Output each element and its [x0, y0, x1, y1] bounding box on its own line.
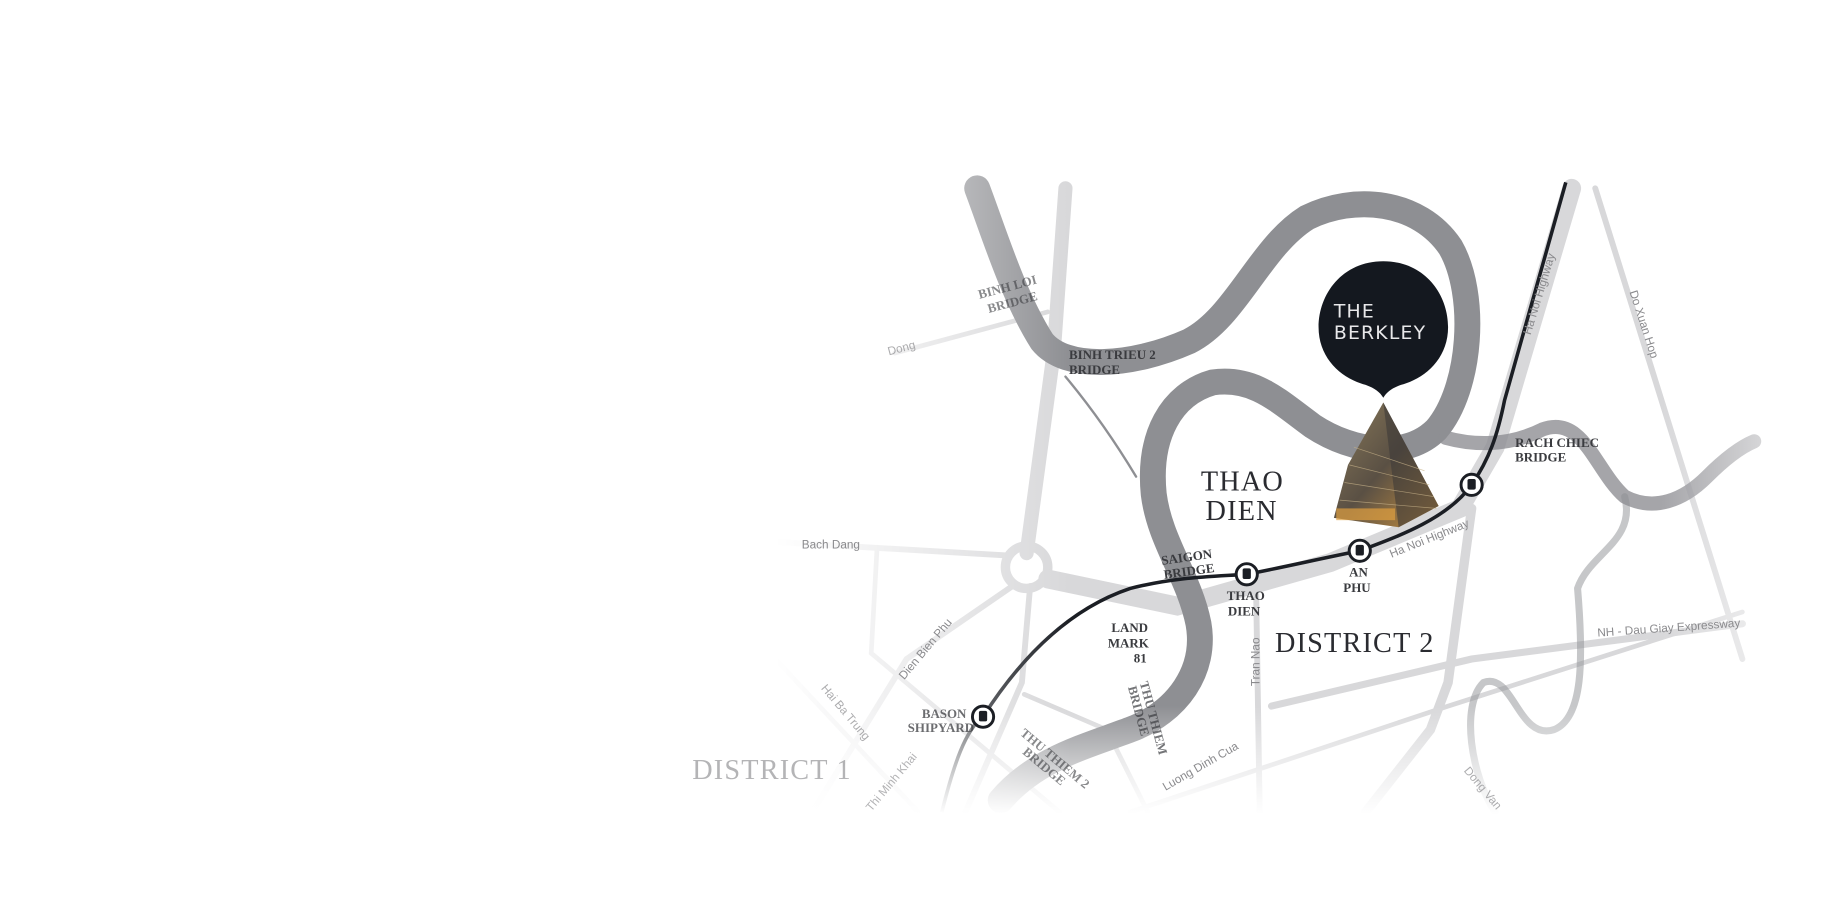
road-luong-dinh-cua	[1127, 609, 1745, 815]
label-station-an-phu-2: PHU	[1343, 580, 1371, 595]
the-berkley-pin[interactable]: THE BERKLEY	[1318, 261, 1449, 398]
train-icon	[1355, 544, 1364, 556]
label-saigon-2: BRIDGE	[1163, 560, 1216, 582]
road-tran-nao	[1253, 591, 1263, 815]
label-landmark-3: 81	[1134, 651, 1147, 666]
metro-stations	[970, 472, 1484, 729]
road-vertical-north	[1019, 181, 1073, 561]
label-binh-trieu-1: BINH TRIEU 2	[1069, 347, 1156, 362]
label-dong: Dong	[886, 338, 917, 358]
road-south-artery	[1360, 503, 1477, 817]
station-thao-dien[interactable]	[1234, 562, 1259, 587]
label-station-an-phu-1: AN	[1349, 565, 1368, 580]
train-icon	[1467, 478, 1476, 490]
label-thao-dien-1: THAO	[1201, 467, 1284, 498]
canal	[1064, 375, 1138, 478]
train-icon	[978, 710, 988, 722]
label-tran-nao: Tran Nao	[1250, 637, 1263, 686]
label-dien-bien-phu: Dien Bien Phu	[897, 616, 955, 682]
label-binh-trieu-2: BRIDGE	[1069, 362, 1120, 377]
label-rach-chiec-2: BRIDGE	[1515, 449, 1566, 464]
label-station-thao-dien-1: THAO	[1227, 588, 1265, 603]
pin-title-line2: BERKLEY	[1334, 323, 1426, 344]
road-ha-noi-highway	[1038, 178, 1582, 616]
pin-marker	[1318, 261, 1449, 398]
label-bach-dang: Bach Dang	[802, 538, 860, 551]
label-rach-chiec-1: RACH CHIEC	[1515, 435, 1599, 450]
station-bason[interactable]	[970, 704, 996, 729]
station-rach-chiec[interactable]	[1459, 472, 1484, 497]
station-an-phu[interactable]	[1347, 538, 1372, 563]
label-dong-van: Dong Van	[1461, 764, 1504, 812]
label-district-2: DISTRICT 2	[1275, 628, 1435, 659]
label-saigon-1: SAIGON	[1160, 546, 1213, 568]
label-thao-dien-2: DIEN	[1206, 496, 1278, 527]
label-station-bason-2: SHIPYARD	[908, 720, 974, 735]
road-do-xuan-hop	[1592, 185, 1746, 662]
train-icon	[1242, 568, 1251, 580]
label-station-bason-1: BASON	[922, 706, 967, 721]
label-landmark-2: MARK	[1108, 635, 1149, 650]
label-luong-dinh-cua: Luong Dinh Cua	[1161, 739, 1242, 793]
berkley-building-image	[1333, 402, 1439, 528]
label-district-1: DISTRICT 1	[692, 755, 852, 786]
label-station-thao-dien-2: DIEN	[1228, 603, 1261, 618]
label-landmark-1: LAND	[1111, 620, 1148, 635]
pin-title-line1: THE	[1333, 302, 1375, 323]
